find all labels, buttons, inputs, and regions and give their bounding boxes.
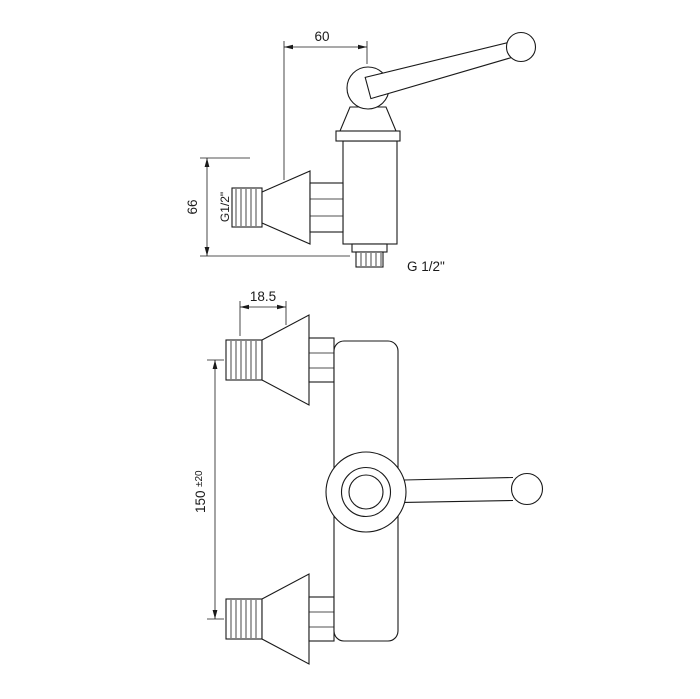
inlet-thread-lines-side: [235, 189, 257, 226]
hex-nut-side: [309, 182, 344, 233]
side-view: 60 66 G1/2" G 1/2": [185, 29, 537, 274]
lever-knob-front: [510, 472, 544, 506]
dim-66-arrow-bottom: [204, 247, 210, 256]
bottom-connection-front: [225, 573, 335, 665]
dim-150: 150 ±20: [193, 359, 224, 620]
bottom-escutcheon-front: [261, 573, 310, 665]
escutcheon-side: [261, 170, 311, 245]
outlet-collar: [351, 243, 388, 253]
control-circle-middle: [340, 466, 392, 518]
top-hex-nut-facets: [309, 352, 334, 369]
dim-150-label-group: 150 ±20: [193, 470, 208, 513]
lever-arm-side: [364, 39, 524, 100]
bottom-pipe-thread-lines: [230, 600, 257, 638]
dim-150-arrow-bottom: [212, 610, 218, 619]
top-pipe-thread-lines: [230, 341, 257, 379]
top-connection-front: [225, 314, 335, 406]
dim-60-label: 60: [314, 29, 329, 44]
lever-knob-side: [505, 31, 537, 63]
dim-150-arrow-top: [212, 360, 218, 369]
dim-18-5-arrow-left: [240, 304, 249, 310]
inlet-pipe-side: [231, 187, 263, 228]
dim-150-label: 150: [193, 490, 208, 513]
control-circle-inner: [348, 474, 384, 510]
dim-60-arrow-left: [284, 44, 293, 50]
bottom-hex-nut-front: [308, 596, 335, 642]
front-view: 18.5 150 ±20: [193, 289, 544, 665]
control-circle-outer: [325, 451, 407, 533]
dim-66-label: 66: [185, 199, 200, 214]
top-hex-nut-front: [308, 337, 335, 383]
control-circles: [325, 451, 407, 533]
outlet-stub: [351, 243, 388, 268]
top-escutcheon-front: [261, 314, 310, 406]
dim-66-label-group: 66: [185, 199, 200, 214]
dim-60-arrow-right: [358, 44, 367, 50]
bottom-hex-nut-facets: [309, 611, 334, 628]
inlet-thread-label-group: G1/2": [218, 192, 232, 222]
lever-front: [403, 472, 544, 506]
outlet-thread-lines: [360, 253, 382, 266]
dim-150-tolerance-label: ±20: [194, 470, 205, 487]
wall-connection-side: [231, 170, 344, 245]
body-side: [342, 140, 398, 245]
inlet-thread-label: G1/2": [218, 192, 232, 222]
dim-66-arrow-top: [204, 158, 210, 167]
outlet-nipple: [355, 251, 384, 268]
outlet-thread-label: G 1/2": [407, 259, 445, 274]
lever-arm-front: [403, 476, 514, 503]
dim-18-5-arrow-right: [277, 304, 286, 310]
dim-18-5: 18.5: [239, 289, 287, 336]
dim-60: 60: [283, 29, 368, 180]
dim-66: 66: [185, 157, 350, 257]
bonnet-cap: [339, 106, 397, 132]
dim-18-5-label: 18.5: [250, 289, 276, 304]
bonnet-collar: [335, 130, 401, 142]
hex-nut-facets-side: [310, 198, 343, 217]
